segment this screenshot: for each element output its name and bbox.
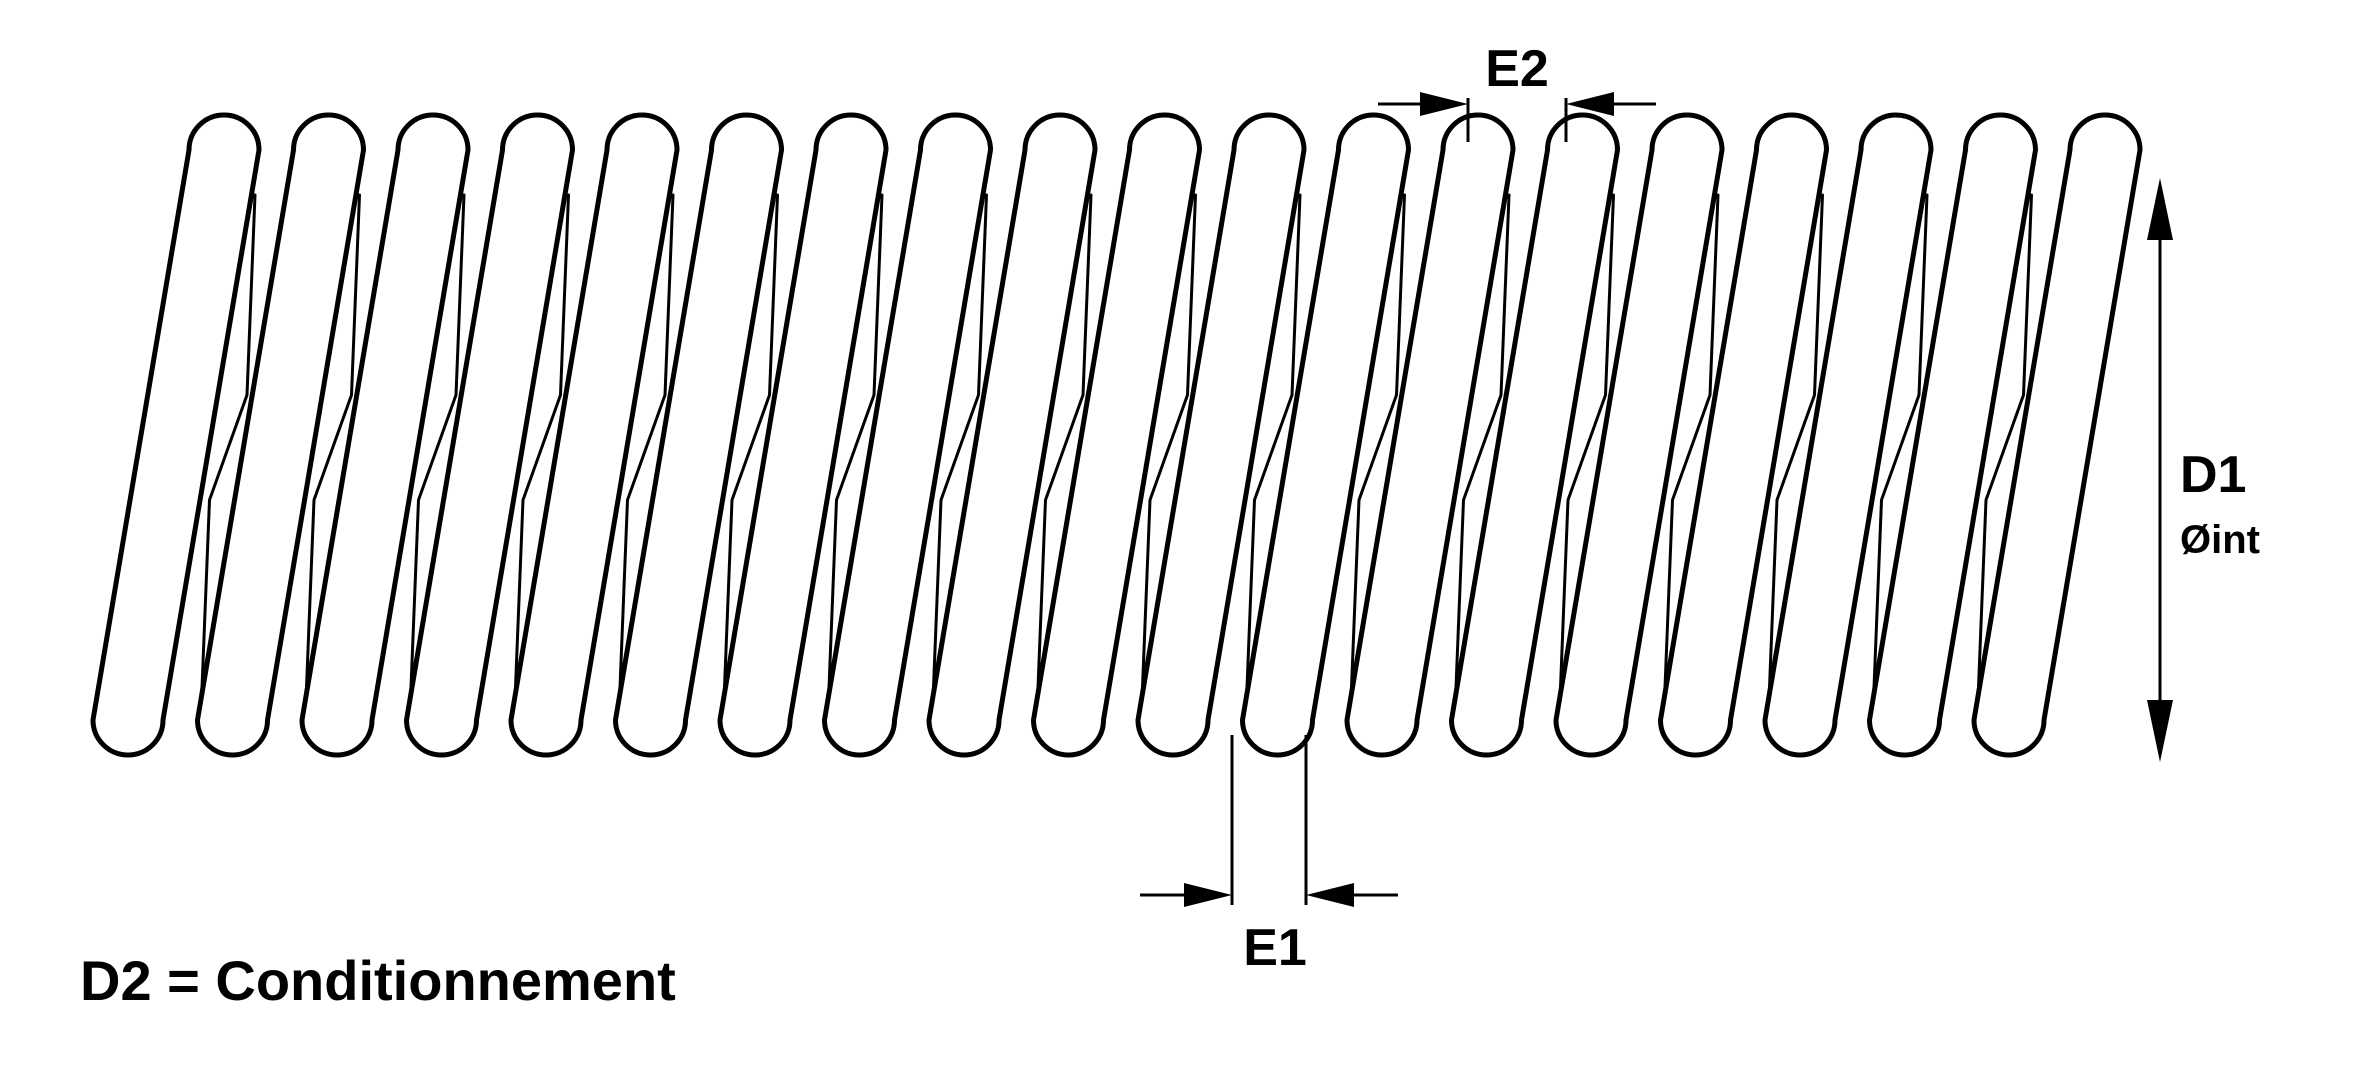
spring-back-strand — [304, 193, 361, 702]
d1-arrow-bottom — [2147, 700, 2173, 762]
spring-coil — [1553, 112, 1725, 758]
spring-coil — [1031, 112, 1202, 758]
spring-coil — [822, 112, 993, 758]
spring-back-strand — [618, 193, 675, 702]
spring-coil — [1867, 112, 2038, 758]
d2-note: D2 = Conditionnement — [80, 949, 676, 1012]
spring-coil — [195, 112, 366, 758]
spring-back-strand — [1767, 193, 1824, 702]
spring-coil — [1344, 112, 1516, 758]
spring-back-strand — [409, 193, 466, 702]
spring-back-strand — [827, 193, 884, 702]
spring-coil — [1762, 112, 1934, 758]
spring-back-strand — [1872, 193, 1929, 702]
spring-back-strand — [513, 193, 570, 702]
e2-arrow-right — [1566, 92, 1614, 116]
spring-coil — [299, 112, 471, 758]
spring-back-strand — [1558, 193, 1615, 702]
spring-back-strand — [1245, 193, 1302, 702]
spring-back-strand — [1036, 193, 1093, 702]
spring-coil — [613, 112, 784, 758]
spring-coil — [1240, 112, 1411, 758]
spring-coil — [404, 112, 575, 758]
dimension-e2 — [1378, 92, 1656, 142]
spring-coils — [90, 112, 2143, 758]
spring-back-strand — [1663, 193, 1720, 702]
spring-coil — [90, 112, 262, 758]
d1-label: D1 — [2180, 446, 2246, 504]
spring-coil — [926, 112, 1098, 758]
spring-coil — [1135, 112, 1307, 758]
e2-arrow-left — [1420, 92, 1468, 116]
spring-back-strand — [1140, 193, 1197, 702]
spring-coil — [717, 112, 889, 758]
spring-back-strand — [722, 193, 779, 702]
spring-back-strand — [1349, 193, 1406, 702]
d1-sublabel: Øint — [2180, 518, 2260, 562]
e1-label: E1 — [1243, 919, 1307, 977]
spring-back-strand — [1454, 193, 1511, 702]
dimension-e1 — [1140, 735, 1398, 907]
spring-coil — [508, 112, 680, 758]
spring-coil — [1658, 112, 1829, 758]
spring-back-strand — [931, 193, 988, 702]
spring-back-strand — [200, 193, 257, 702]
spring-coil — [1971, 112, 2143, 758]
dimension-d1 — [2147, 178, 2173, 762]
d1-arrow-top — [2147, 178, 2173, 240]
spring-back-strand — [1976, 193, 2033, 702]
e1-arrow-right — [1306, 883, 1354, 907]
e2-label: E2 — [1485, 40, 1549, 98]
e1-arrow-left — [1184, 883, 1232, 907]
